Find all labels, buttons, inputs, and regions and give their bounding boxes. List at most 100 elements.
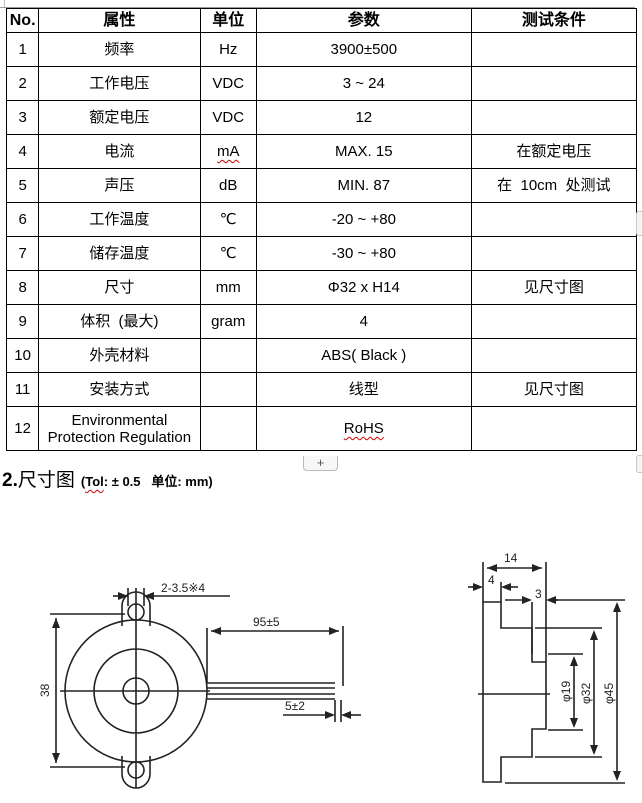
cell-attribute[interactable]: 声压 (38, 168, 201, 203)
cell-parameter[interactable]: 12 (255, 100, 472, 135)
cell-parameter[interactable]: 4 (255, 304, 472, 339)
cell-parameter[interactable]: MIN. 87 (255, 168, 472, 203)
cell-no[interactable]: 3 (5, 100, 40, 135)
cell-no[interactable]: 9 (5, 304, 40, 339)
cell-test-condition[interactable] (470, 406, 638, 451)
cell-unit[interactable]: mA (199, 134, 257, 169)
height-dimension-label: 38 (38, 683, 52, 697)
cell-no[interactable]: 10 (5, 338, 40, 373)
spellcheck-word: RoHS (343, 420, 384, 437)
note-text: : ± 0.5 单位: mm) (103, 474, 213, 489)
cell-unit[interactable]: gram (199, 304, 257, 339)
section-number: 2. (2, 470, 18, 491)
cell-attribute[interactable]: 安装方式 (38, 372, 201, 407)
cell-no[interactable]: 2 (5, 66, 40, 101)
depth-label: 14 (504, 551, 518, 565)
cell-attribute[interactable]: 电流 (38, 134, 201, 169)
cell-parameter[interactable]: MAX. 15 (255, 134, 472, 169)
cell-attribute[interactable]: 外壳材料 (38, 338, 201, 373)
diameter-19-label: φ19 (559, 681, 573, 702)
cell-unit[interactable] (199, 338, 257, 373)
cell-test-condition[interactable] (470, 236, 638, 271)
table-row: 7 储存温度 ℃ -30 ~ +80 (5, 236, 638, 271)
table-resize-handle-right[interactable] (636, 211, 642, 236)
cell-parameter[interactable]: 线型 (255, 372, 472, 407)
diameter-32-label: φ32 (579, 683, 593, 704)
spellcheck-word: Tol (85, 474, 104, 489)
cell-no[interactable]: 12 (5, 406, 40, 451)
header-no[interactable]: No. (5, 8, 40, 33)
cell-attribute[interactable]: 额定电压 (38, 100, 201, 135)
section-heading: 2.尺寸图 (Tol: ± 0.5 单位: mm) (2, 465, 213, 492)
side-view-drawing: 14 4 3 φ19 φ32 φ45 (468, 551, 625, 784)
cell-no[interactable]: 5 (5, 168, 40, 203)
page-corner-mark (4, 0, 5, 8)
attribute-line-2: Protection Regulation (47, 428, 192, 446)
cell-attribute[interactable]: Environmental Protection Regulation (38, 406, 201, 451)
table-row: 2 工作电压 VDC 3 ~ 24 (5, 66, 638, 101)
table-row: 10 外壳材料 ABS( Black ) (5, 338, 638, 373)
cell-attribute[interactable]: 尺寸 (38, 270, 201, 305)
cell-test-condition[interactable]: 在额定电压 (470, 134, 638, 169)
cell-parameter[interactable]: 3900±500 (255, 32, 472, 67)
cell-unit[interactable]: ℃ (199, 202, 257, 237)
add-row-button[interactable]: + (303, 456, 338, 471)
cell-parameter[interactable]: ABS( Black ) (255, 338, 472, 373)
cell-test-condition[interactable]: 见尺寸图 (470, 270, 638, 305)
cell-unit[interactable] (199, 406, 257, 451)
cell-test-condition[interactable] (470, 66, 638, 101)
cell-unit[interactable] (199, 372, 257, 407)
table-header-row: No. 属性 单位 参数 测试条件 (5, 8, 638, 33)
cell-unit[interactable]: ℃ (199, 236, 257, 271)
cell-attribute[interactable]: 体积 (最大) (38, 304, 201, 339)
hole-dimension-label: 2-3.5※4 (161, 581, 205, 595)
table-row: 12 Environmental Protection Regulation R… (5, 406, 638, 451)
table-row: 3 额定电压 VDC 12 (5, 100, 638, 135)
cell-test-condition[interactable] (470, 32, 638, 67)
header-test-condition[interactable]: 测试条件 (470, 8, 638, 33)
flange-label: 4 (488, 573, 495, 587)
cell-no[interactable]: 1 (5, 32, 40, 67)
note-paren: ( (80, 474, 86, 489)
section-title: 尺寸图 (17, 469, 75, 491)
cell-unit[interactable]: VDC (199, 100, 257, 135)
cell-no[interactable]: 4 (5, 134, 40, 169)
cell-test-condition[interactable] (470, 304, 638, 339)
strip-length-label: 5±2 (285, 699, 305, 713)
cell-attribute[interactable]: 储存温度 (38, 236, 201, 271)
section-note: (Tol: ± 0.5 单位: mm) (81, 474, 213, 489)
table-row: 11 安装方式 线型 见尺寸图 (5, 372, 638, 407)
spec-table: No. 属性 单位 参数 测试条件 1 频率 Hz 3900±500 2 工作电… (5, 8, 638, 451)
table-resize-handle-corner[interactable] (636, 455, 642, 473)
cell-test-condition[interactable] (470, 338, 638, 373)
front-view-drawing: 2-3.5※4 95±5 5±2 38 (38, 581, 361, 789)
cell-unit[interactable]: Hz (199, 32, 257, 67)
cell-no[interactable]: 8 (5, 270, 40, 305)
attribute-line-1: Environmental (71, 411, 168, 429)
cell-no[interactable]: 11 (5, 372, 40, 407)
cell-parameter[interactable]: 3 ~ 24 (255, 66, 472, 101)
cell-parameter[interactable]: Φ32 x H14 (255, 270, 472, 305)
cell-test-condition[interactable]: 在 10cm 处测试 (470, 168, 638, 203)
cell-no[interactable]: 6 (5, 202, 40, 237)
cell-test-condition[interactable] (470, 100, 638, 135)
table-row: 8 尺寸 mm Φ32 x H14 见尺寸图 (5, 270, 638, 305)
header-unit[interactable]: 单位 (199, 8, 257, 33)
cell-unit[interactable]: mm (199, 270, 257, 305)
cell-attribute[interactable]: 频率 (38, 32, 201, 67)
cell-unit[interactable]: VDC (199, 66, 257, 101)
cell-parameter[interactable]: -20 ~ +80 (255, 202, 472, 237)
table-row: 1 频率 Hz 3900±500 (5, 32, 638, 67)
cell-test-condition[interactable]: 见尺寸图 (470, 372, 638, 407)
table-row: 4 电流 mA MAX. 15 在额定电压 (5, 134, 638, 169)
cell-test-condition[interactable] (470, 202, 638, 237)
header-attribute[interactable]: 属性 (38, 8, 201, 33)
cell-no[interactable]: 7 (5, 236, 40, 271)
cell-parameter[interactable]: -30 ~ +80 (255, 236, 472, 271)
cell-parameter[interactable]: RoHS (255, 406, 472, 451)
cell-attribute[interactable]: 工作温度 (38, 202, 201, 237)
page-top-rule (0, 7, 635, 8)
header-parameter[interactable]: 参数 (255, 8, 472, 33)
cell-unit[interactable]: dB (199, 168, 257, 203)
cell-attribute[interactable]: 工作电压 (38, 66, 201, 101)
